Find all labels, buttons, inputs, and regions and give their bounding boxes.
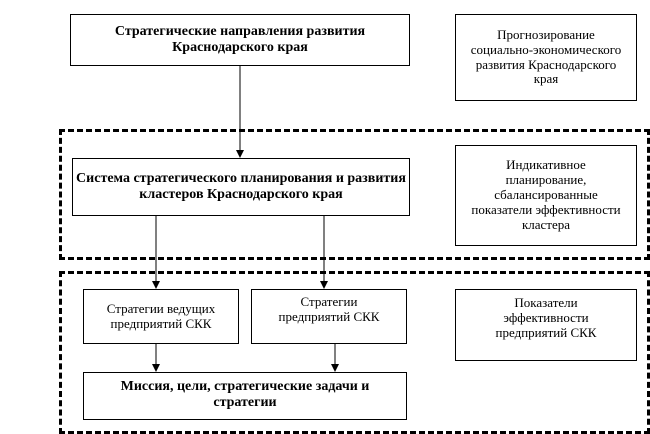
mission-label: Миссия, цели, стратегические задачи и ст… <box>120 379 370 411</box>
forecasting-box: Прогнозирование социально-экономического… <box>455 14 637 101</box>
strategic-directions-box: Стратегические направления развития Крас… <box>70 14 410 66</box>
performance-indicators-box: Показатели эффективности предприятий СКК <box>455 289 637 361</box>
indicative-planning-label: Индикативное планирование, сбалансирован… <box>471 157 621 232</box>
enterprise-strategies-box: Стратегии предприятий СКК <box>251 289 407 344</box>
indicative-planning-box: Индикативное планирование, сбалансирован… <box>455 145 637 246</box>
mission-box: Миссия, цели, стратегические задачи и ст… <box>83 372 407 420</box>
planning-system-box: Система стратегического планирования и р… <box>72 158 410 216</box>
forecasting-label: Прогнозирование социально-экономического… <box>470 26 622 87</box>
leading-strategies-box: Стратегии ведущих предприятий СКК <box>83 289 239 344</box>
leading-strategies-label: Стратегии ведущих предприятий СКК <box>106 300 216 331</box>
planning-system-label: Система стратегического планирования и р… <box>76 170 406 202</box>
enterprise-strategies-label: Стратегии предприятий СКК <box>278 294 380 324</box>
performance-indicators-label: Показатели эффективности предприятий СКК <box>495 295 597 340</box>
cluster-planning-group <box>59 129 650 260</box>
strategic-directions-label: Стратегические направления развития Крас… <box>114 23 366 55</box>
enterprise-level-group <box>59 271 650 434</box>
